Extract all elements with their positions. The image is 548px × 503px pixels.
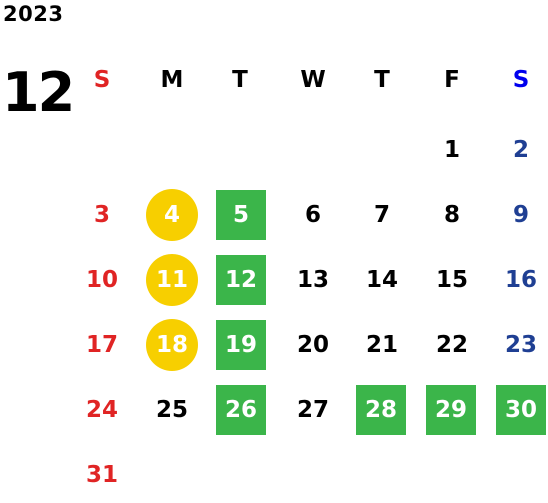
weekday-header-monday: M [160,67,184,93]
day-12-green-box[interactable]: 12 [216,255,266,305]
day-20[interactable]: 20 [296,332,329,358]
day-4-yellow-circle[interactable]: 4 [146,189,198,241]
day-2[interactable]: 2 [512,137,529,163]
day-30-green-box[interactable]: 30 [496,385,546,435]
day-11-yellow-circle[interactable]: 11 [146,254,198,306]
day-21[interactable]: 21 [365,332,398,358]
day-31[interactable]: 31 [85,462,118,488]
weekday-header-sunday: S [93,67,111,93]
day-24[interactable]: 24 [85,397,118,423]
day-23[interactable]: 23 [504,332,537,358]
month-number: 12 [2,61,75,124]
day-13[interactable]: 13 [296,267,329,293]
day-9[interactable]: 9 [512,202,529,228]
day-15[interactable]: 15 [435,267,468,293]
day-6[interactable]: 6 [304,202,321,228]
day-17[interactable]: 17 [85,332,118,358]
year-label: 2023 [3,2,64,26]
weekday-header-saturday: S [512,67,530,93]
weekday-header-thursday: T [374,67,390,93]
day-8[interactable]: 8 [443,202,460,228]
day-22[interactable]: 22 [435,332,468,358]
day-7[interactable]: 7 [373,202,390,228]
day-26-green-box[interactable]: 26 [216,385,266,435]
weekday-header-friday: F [444,67,460,93]
day-5-green-box[interactable]: 5 [216,190,266,240]
day-16[interactable]: 16 [504,267,537,293]
day-25[interactable]: 25 [155,397,188,423]
day-27[interactable]: 27 [296,397,329,423]
day-14[interactable]: 14 [365,267,398,293]
day-18-yellow-circle[interactable]: 18 [146,319,198,371]
weekday-header-wednesday: W [300,67,326,93]
day-29-green-box[interactable]: 29 [426,385,476,435]
day-10[interactable]: 10 [85,267,118,293]
day-28-green-box[interactable]: 28 [356,385,406,435]
weekday-header-tuesday: T [232,67,248,93]
day-19-green-box[interactable]: 19 [216,320,266,370]
day-3[interactable]: 3 [93,202,110,228]
day-1[interactable]: 1 [443,137,460,163]
